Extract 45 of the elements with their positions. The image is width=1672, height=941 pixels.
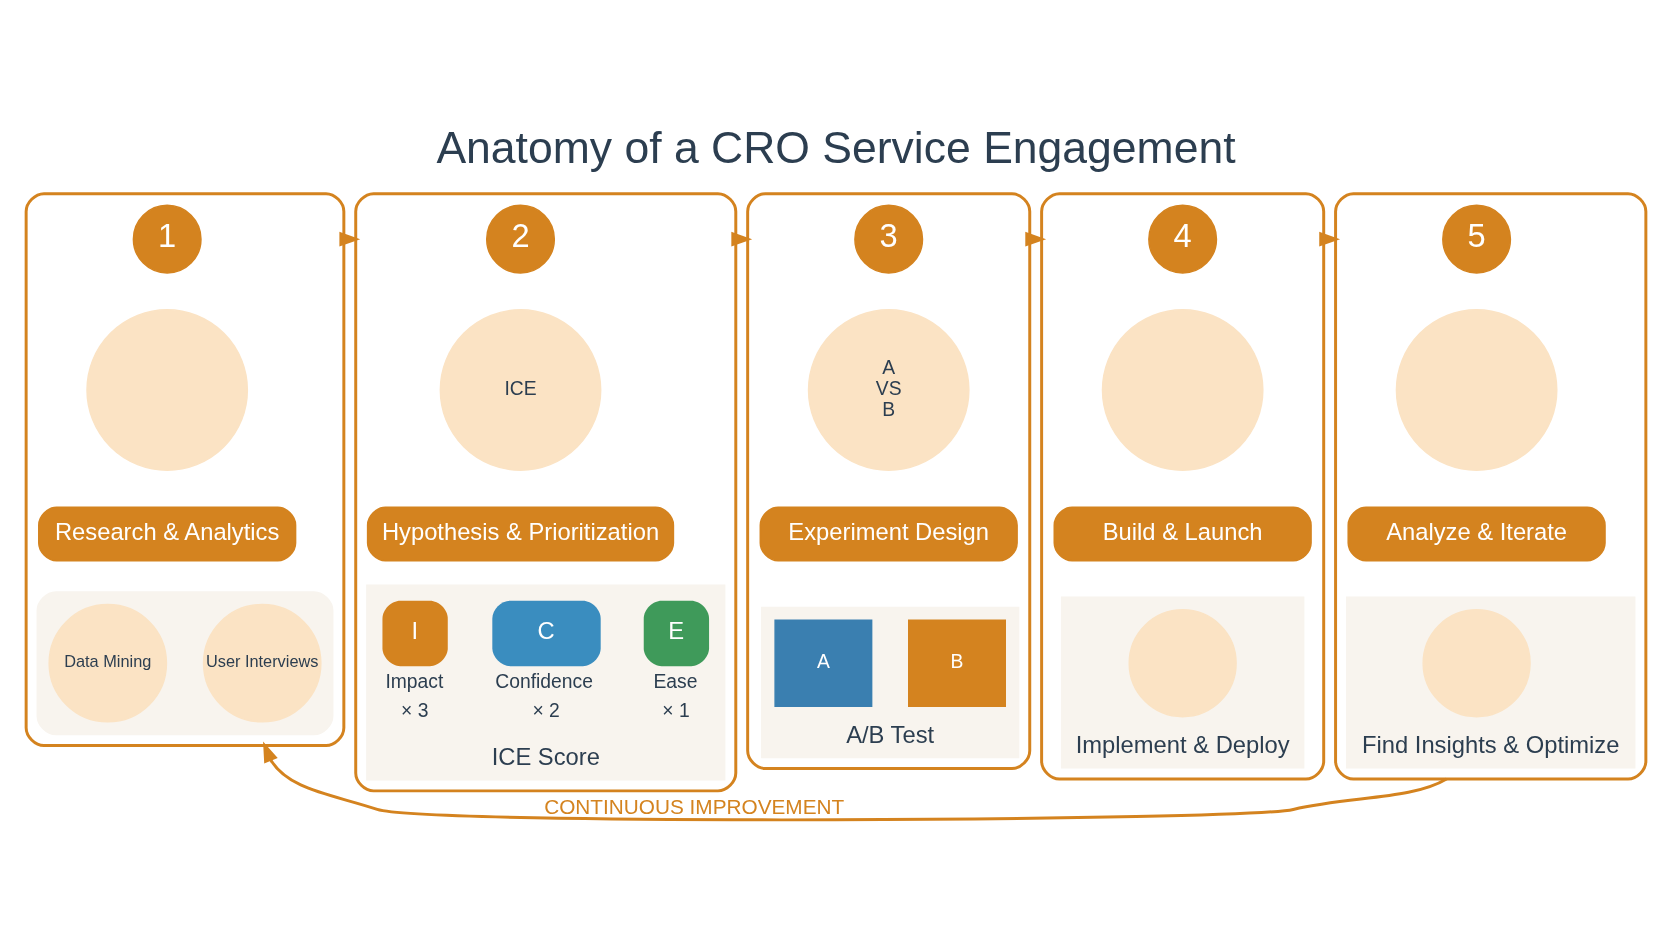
- node-circle: [1128, 609, 1237, 718]
- node-circle: [86, 309, 249, 471]
- node-circle: Data Mining: [48, 603, 168, 723]
- node-box: C: [492, 600, 601, 667]
- node-circle: [1395, 309, 1558, 471]
- node-circle: ICE: [439, 309, 602, 471]
- node-box: Experiment Design: [759, 506, 1018, 562]
- node-label: Confidence: [495, 670, 593, 692]
- arrow: [731, 231, 753, 247]
- diagram-title: Anatomy of a CRO Service Engagement: [436, 122, 1236, 172]
- node-circle: 1: [132, 204, 202, 274]
- node-label: × 3: [401, 700, 429, 722]
- arrow: [263, 741, 1448, 822]
- cluster: Implement & Deploy: [1060, 596, 1305, 769]
- node-box: Analyze & Iterate: [1347, 506, 1606, 562]
- node-label: Impact: [385, 670, 444, 692]
- node-box: Hypothesis & Prioritization: [366, 506, 675, 562]
- node-circle: [1422, 609, 1531, 718]
- arrow: [1319, 231, 1341, 247]
- node-box: E: [643, 600, 710, 667]
- arrow: [1025, 231, 1047, 247]
- node-circle: 3: [854, 204, 924, 274]
- node-circle: 5: [1442, 204, 1512, 274]
- arrow: [339, 231, 361, 247]
- node-box: Build & Launch: [1053, 506, 1312, 562]
- node-label: × 2: [532, 700, 560, 722]
- node-box: I: [382, 600, 448, 667]
- node-box: Research & Analytics: [38, 506, 297, 562]
- cluster: [24, 192, 346, 748]
- cluster: [36, 591, 334, 736]
- cluster: [1040, 192, 1326, 781]
- node-label: Ease: [653, 670, 698, 692]
- edge-label: CONTINUOUS IMPROVEMENT: [544, 795, 844, 819]
- node-box: A: [774, 619, 873, 707]
- cluster: [354, 192, 738, 793]
- cluster: [746, 192, 1032, 771]
- node-label: × 1: [662, 700, 690, 722]
- node-circle: [1101, 309, 1264, 471]
- node-circle: A VS B: [807, 309, 970, 471]
- node-circle: 2: [486, 204, 556, 274]
- cluster: Find Insights & Optimize: [1345, 596, 1636, 769]
- node-box: B: [908, 619, 1006, 707]
- node-circle: 4: [1148, 204, 1218, 274]
- node-circle: User Interviews: [202, 603, 322, 723]
- cluster: [1334, 192, 1648, 781]
